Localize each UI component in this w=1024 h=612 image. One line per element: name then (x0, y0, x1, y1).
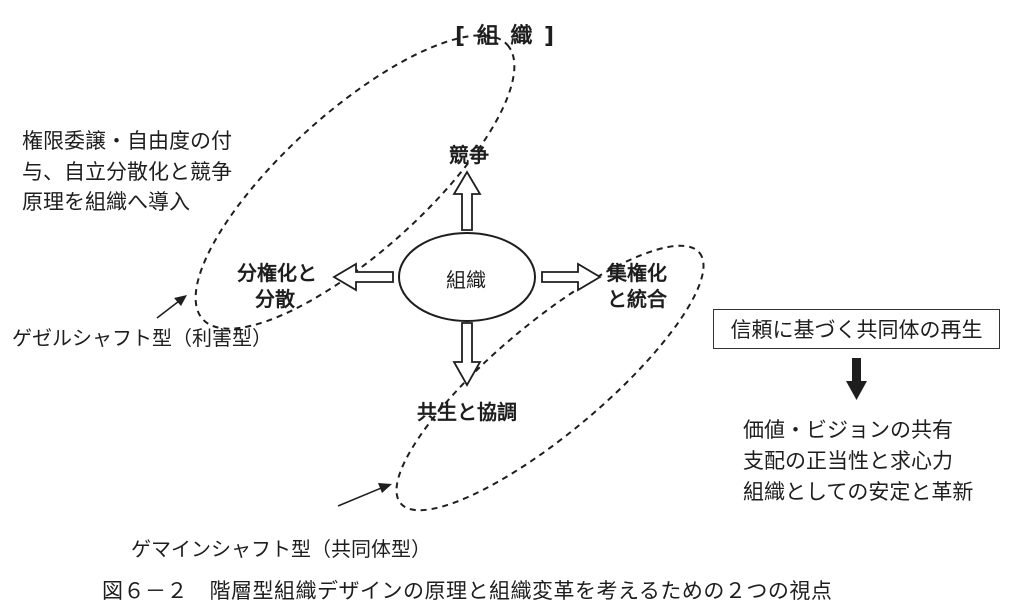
arrow-up-icon (452, 170, 482, 231)
left-note-line3: 原理を組織へ導入 (22, 190, 190, 214)
gemeinschaft-ellipse (395, 244, 705, 512)
heavy-arrow-shaft (852, 358, 861, 382)
left-note-line2: 与、自立分散化と競争 (22, 160, 232, 184)
gesellschaft-label: ゲゼルシャフト型（利害型） (12, 326, 272, 350)
node-competition: 競争 (449, 143, 489, 167)
left-note-line1: 権限委譲・自由度の付 (22, 129, 232, 153)
node-centralization-line2: と統合 (607, 287, 667, 311)
center-ellipse (398, 232, 536, 322)
gesell-pointer-arrowhead-icon (174, 295, 187, 306)
node-decentralization-line1: 分権化と (237, 261, 317, 285)
arrow-down-icon (452, 322, 482, 387)
community-rebirth-text: 信頼に基づく共同体の再生 (730, 318, 983, 342)
center-label: 組織 (446, 268, 486, 292)
community-rebirth-box: 信頼に基づく共同体の再生 (713, 309, 1000, 349)
diagram-title: [ 組 織 ] (455, 24, 557, 49)
heavy-arrow-down-icon (846, 381, 867, 400)
right-list-item-1: 価値・ビジョンの共有 (743, 418, 953, 442)
node-symbiosis: 共生と協調 (417, 400, 517, 424)
arrow-right-icon (541, 262, 602, 292)
gemein-pointer-line (337, 485, 387, 507)
node-centralization-line1: 集権化 (607, 261, 667, 285)
gemeinschaft-label: ゲマインシャフト型（共同体型） (131, 537, 431, 561)
figure-caption: 図６－２ 階層型組織デザインの原理と組織変革を考えるための２つの視点 (102, 579, 833, 603)
right-list-item-3: 組織としての安定と革新 (743, 480, 974, 504)
gemein-pointer-arrowhead-icon (378, 483, 392, 493)
arrow-left-icon (332, 262, 394, 292)
node-decentralization-line2: 分散 (255, 287, 295, 311)
gesellschaft-ellipse (194, 34, 516, 330)
right-list-item-2: 支配の正当性と求心力 (743, 449, 953, 473)
